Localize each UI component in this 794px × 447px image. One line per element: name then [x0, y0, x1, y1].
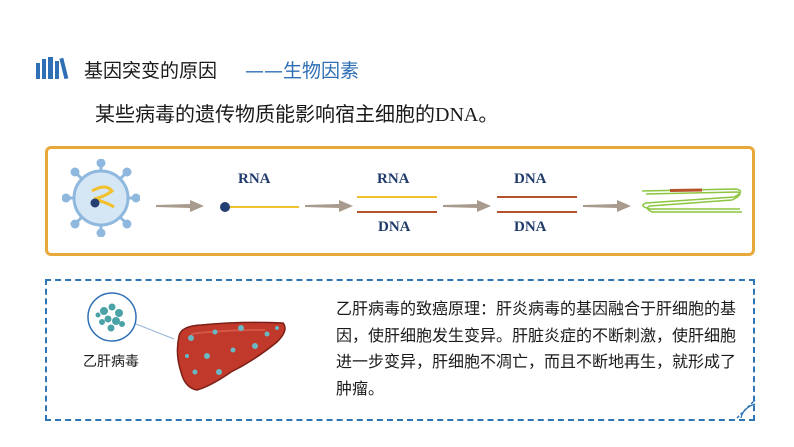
rna-strand	[357, 196, 437, 198]
step1-rna-label: RNA	[238, 171, 271, 187]
folded-corner-icon	[736, 399, 756, 419]
hepatitis-b-virus-icon	[87, 292, 137, 342]
liver-icon	[176, 321, 286, 391]
dna-strand	[497, 196, 577, 198]
heading-title: 基因突变的原因	[84, 60, 218, 82]
explanation-box	[45, 279, 755, 421]
step2-rna-label: RNA	[377, 171, 410, 187]
step2-dna-label: DNA	[378, 219, 411, 235]
process-diagram-box	[45, 146, 755, 256]
virus-icon	[62, 159, 140, 237]
host-dna-integration-icon	[641, 188, 742, 213]
section-heading: 基因突变的原因 ——生物因素	[84, 56, 359, 83]
books-icon	[36, 57, 69, 80]
dna-strand	[357, 211, 437, 213]
hbv-label: 乙肝病毒	[83, 354, 139, 370]
rna-strand-icon	[220, 202, 299, 212]
arrow-icon	[305, 200, 353, 212]
step3-dna-label-bottom: DNA	[514, 219, 547, 235]
connector-line	[135, 323, 175, 340]
step3-dna-label-top: DNA	[514, 171, 547, 187]
intro-text-latin: DNA。	[435, 104, 499, 126]
arrow-icon	[156, 200, 204, 212]
arrow-icon	[583, 200, 631, 212]
intro-sentence: 某些病毒的遗传物质能影响宿主细胞的DNA。	[95, 98, 498, 127]
explanation-text: 乙肝病毒的致癌原理：肝炎病毒的基因融合于肝细胞的基因，使肝细胞发生变异。肝脏炎症…	[336, 299, 737, 398]
dna-strand	[497, 211, 577, 213]
heading-subtitle: ——生物因素	[245, 60, 360, 82]
intro-text: 某些病毒的遗传物质能影响宿主细胞的	[95, 102, 435, 126]
arrow-icon	[443, 200, 491, 212]
